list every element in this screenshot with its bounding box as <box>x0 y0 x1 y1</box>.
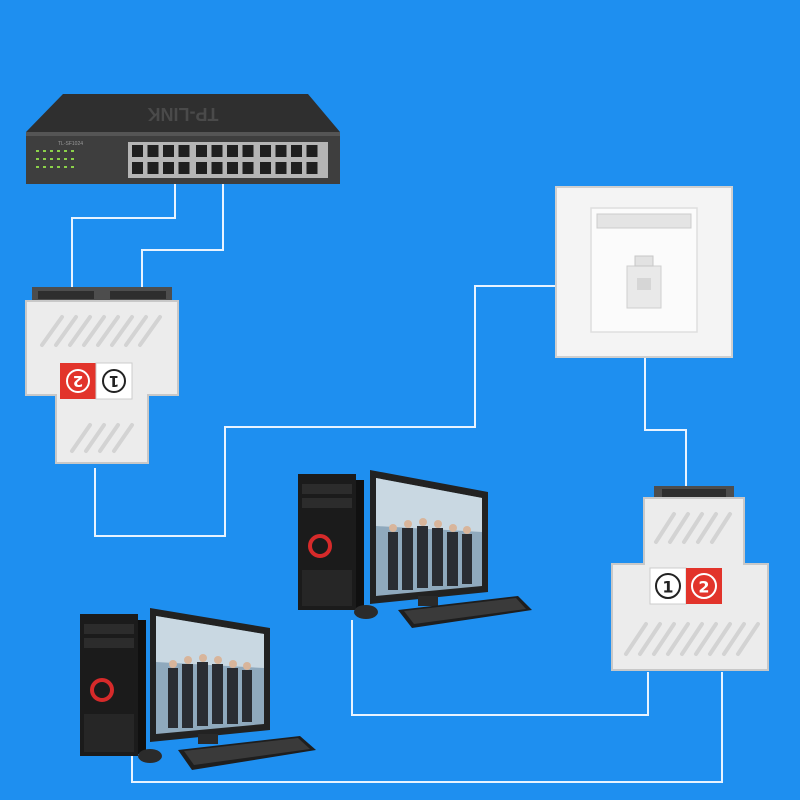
switch-port <box>306 162 318 174</box>
switch-port <box>163 145 174 157</box>
switch-port <box>147 162 159 174</box>
splitter-a-port-label-2: 2 <box>73 372 83 390</box>
switch-port <box>260 162 271 174</box>
switch-port <box>132 162 143 174</box>
splitter-a-port-label-1: 1 <box>109 372 119 390</box>
switch-port <box>178 145 190 157</box>
switch-port <box>196 145 207 157</box>
switch-port <box>132 145 143 157</box>
switch-port <box>275 162 287 174</box>
ethernet-wall-plate-icon <box>555 186 733 358</box>
cable-wallplate-to-splitter <box>644 355 687 492</box>
rj45-splitter-icon: 1 2 <box>611 486 769 671</box>
switch-port <box>196 162 207 174</box>
switch-port <box>275 145 287 157</box>
switch-port <box>211 145 223 157</box>
switch-port <box>291 145 302 157</box>
network-switch-icon: TP-LINK TL-SF1024 <box>26 94 340 184</box>
switch-port <box>227 145 238 157</box>
switch-port <box>242 145 254 157</box>
cable-splitter-to-pc2 <box>131 672 723 783</box>
splitter-b-port-label-1: 1 <box>662 578 673 597</box>
switch-port <box>178 162 190 174</box>
switch-port <box>242 162 254 174</box>
desktop-computer-icon <box>298 470 532 628</box>
splitter-b-port-label-2: 2 <box>698 578 709 597</box>
cable-splitter-to-wallplate <box>94 285 560 537</box>
switch-brand-text: TP-LINK <box>148 104 219 124</box>
switch-port <box>211 162 223 174</box>
switch-port <box>291 162 302 174</box>
desktop-computer-icon <box>80 608 316 770</box>
switch-port <box>227 162 238 174</box>
switch-port <box>306 145 318 157</box>
rj45-splitter-icon: 2 1 <box>25 287 179 464</box>
switch-port <box>163 162 174 174</box>
switch-port <box>260 145 271 157</box>
cable-switch-to-splitter-b <box>141 178 224 288</box>
switch-model-text: TL-SF1024 <box>58 141 83 147</box>
switch-port <box>147 145 159 157</box>
cable-switch-to-splitter-a <box>71 178 176 288</box>
cable-splitter-to-pc1 <box>351 620 649 716</box>
